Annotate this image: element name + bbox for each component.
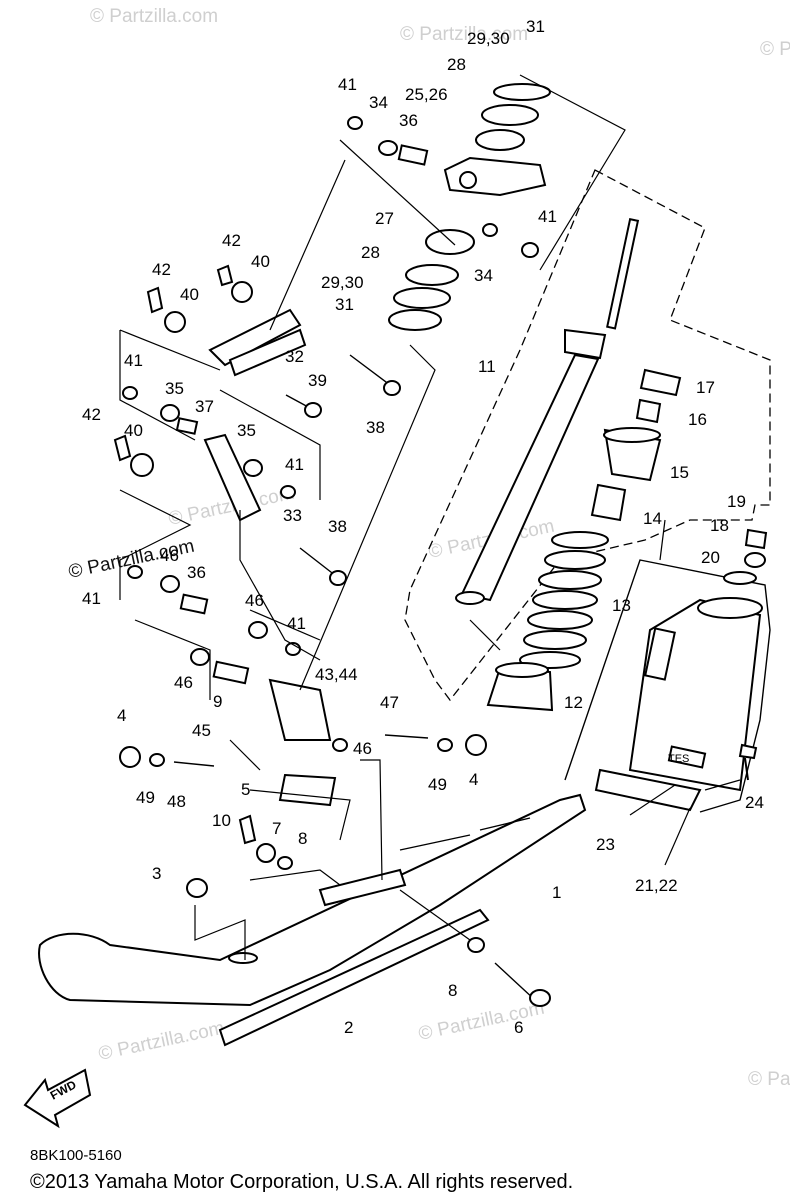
cap-17	[639, 368, 682, 397]
watermark-text: © Partzilla.com	[760, 39, 790, 60]
callout-labels: 31 29,30 28 25,26 41 34 36 27 28 29,30 3…	[82, 17, 764, 1037]
washer-18	[744, 552, 766, 568]
tes-label: TES	[668, 753, 689, 765]
callout-label: 36	[399, 111, 418, 130]
watermark-text: © Partzilla.com	[97, 1018, 227, 1065]
callout-label: 13	[612, 596, 631, 615]
callout-label: 34	[474, 266, 493, 285]
callout-label: 35	[165, 379, 184, 398]
callout-label: 29,30	[467, 29, 510, 48]
callout-label: 38	[366, 418, 385, 437]
watermark-text: © Partzilla.com	[748, 1069, 790, 1090]
bushing-16	[635, 398, 662, 424]
callout-label: 48	[167, 792, 186, 811]
callout-label: 49	[136, 788, 155, 807]
small-parts	[113, 116, 539, 953]
lower-strut-outline	[564, 559, 771, 813]
fwd-arrow-icon: FWD	[23, 1068, 92, 1129]
callout-label: 36	[187, 563, 206, 582]
callout-label: 24	[745, 793, 764, 812]
callout-label: 4	[469, 770, 478, 789]
callout-label: 9	[213, 692, 222, 711]
callout-label: 17	[696, 378, 715, 397]
ski	[38, 793, 587, 1047]
callout-label: 25,26	[405, 85, 448, 104]
callout-label: 21,22	[635, 876, 678, 895]
callout-label: 20	[701, 548, 720, 567]
callout-label: 12	[564, 693, 583, 712]
callout-label: 49	[428, 775, 447, 794]
callout-label: 46	[160, 546, 179, 565]
shock-absorber	[455, 217, 640, 605]
callout-label: 34	[369, 93, 388, 112]
callout-label: 2	[344, 1018, 353, 1037]
callout-label: 42	[82, 405, 101, 424]
callout-label: 6	[514, 1018, 523, 1037]
callout-label: 31	[526, 17, 545, 36]
callout-label: 43,44	[315, 665, 358, 684]
callout-label: 32	[285, 347, 304, 366]
callout-label: 4	[117, 706, 126, 725]
callout-label: 35	[237, 421, 256, 440]
callout-label: 31	[335, 295, 354, 314]
callout-label: 28	[447, 55, 466, 74]
callout-label: 42	[222, 231, 241, 250]
strut-housing: TES	[594, 597, 763, 812]
top-bracket	[388, 83, 551, 331]
callout-label: 1	[552, 883, 561, 902]
callout-label: 41	[287, 614, 306, 633]
callout-label: 7	[272, 819, 281, 838]
callout-label: 41	[338, 75, 357, 94]
callout-label: 37	[195, 397, 214, 416]
callout-label: 8	[298, 829, 307, 848]
callout-label: 45	[192, 721, 211, 740]
callout-label: 41	[82, 589, 101, 608]
bolts	[173, 354, 551, 1007]
watermark-text: © Partzilla.com	[90, 6, 218, 27]
callout-label: 23	[596, 835, 615, 854]
callout-label: 10	[212, 811, 231, 830]
callout-label: 8	[448, 981, 457, 1000]
link-brackets	[203, 308, 332, 741]
watermark-text: © Partzilla.com	[400, 24, 528, 45]
callout-label: 15	[670, 463, 689, 482]
watermark-text: © Partzilla.com	[417, 998, 547, 1045]
callout-label: 28	[361, 243, 380, 262]
nut-19	[744, 528, 768, 550]
callout-label: 3	[152, 864, 161, 883]
callout-label: 47	[380, 693, 399, 712]
callout-label: 40	[180, 285, 199, 304]
callout-label: 19	[727, 492, 746, 511]
callout-label: 29,30	[321, 273, 364, 292]
leader-lines	[119, 74, 741, 960]
copyright-text: ©2013 Yamaha Motor Corporation, U.S.A. A…	[30, 1171, 573, 1193]
callout-label: 46	[353, 739, 372, 758]
callout-label: 46	[174, 673, 193, 692]
callout-label: 40	[124, 421, 143, 440]
callout-label: 33	[283, 506, 302, 525]
callout-label: 16	[688, 410, 707, 429]
callout-label: 14	[643, 509, 662, 528]
diagram-code: 8BK100-5160	[30, 1147, 122, 1164]
callout-label: 46	[245, 591, 264, 610]
callout-label: 18	[710, 516, 729, 535]
callout-label: 27	[375, 209, 394, 228]
stopper-14	[590, 483, 627, 522]
callout-label: 38	[328, 517, 347, 536]
callout-label: 41	[124, 351, 143, 370]
washer-20	[723, 571, 757, 585]
callout-label: 41	[538, 207, 557, 226]
callout-label: 40	[251, 252, 270, 271]
strut-group-outline	[404, 169, 771, 702]
callout-label: 11	[478, 357, 496, 376]
callout-label: 42	[152, 260, 171, 279]
callout-label: 41	[285, 455, 304, 474]
coil-spring	[519, 531, 609, 669]
bolt-24	[738, 743, 758, 781]
callout-label: 39	[308, 371, 327, 390]
callout-label: 5	[241, 780, 250, 799]
